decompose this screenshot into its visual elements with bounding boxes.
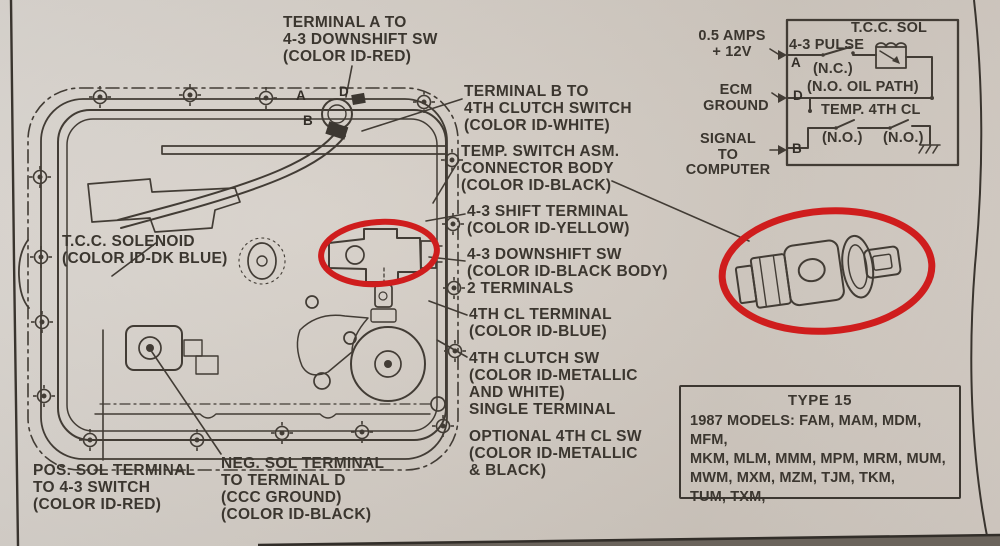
label-line: (COLOR ID-RED) (283, 48, 412, 65)
label-line: CONNECTOR BODY (461, 160, 614, 177)
diagram-pin-b: B (303, 113, 313, 128)
type-box-line: TUM, TXM, (690, 489, 766, 505)
diagram-pin-d: D (339, 84, 349, 99)
temp-switch-illustration (734, 234, 902, 309)
label-line: NEG. SOL TERMINAL (221, 455, 385, 472)
label-line: ECM (719, 82, 753, 98)
label-line: TO (717, 146, 739, 163)
label-line: & BLACK) (469, 462, 547, 479)
label-line: 4TH CLUTCH SW (469, 350, 600, 367)
label-line: TO 4-3 SWITCH (33, 479, 151, 496)
transmission-outline (18, 87, 459, 471)
label-terminal-b: TERMINAL B TO 4TH CLUTCH SWITCH (COLOR I… (464, 83, 632, 134)
label-line: AND WHITE) (469, 384, 565, 401)
label-4th-cl-terminal: 4TH CL TERMINAL (COLOR ID-BLUE) (469, 306, 612, 340)
schematic-temp-label: TEMP. 4TH CL (821, 102, 921, 118)
schematic-nc-label: (N.C.) (813, 61, 853, 77)
label-line: SINGLE TERMINAL (469, 401, 616, 418)
label-line: 4TH CLUTCH SWITCH (464, 100, 632, 117)
label-line: (COLOR ID-METALLIC (469, 367, 638, 384)
pan-bolts (28, 83, 467, 452)
label-temp-switch-asm: TEMP. SWITCH ASM. CONNECTOR BODY (COLOR … (461, 143, 619, 194)
label-line: TO TERMINAL D (221, 472, 346, 489)
label-line: (COLOR ID-BLACK BODY) (467, 263, 668, 280)
label-line: (COLOR ID-BLACK) (221, 506, 372, 523)
tcc-schematic-lines (769, 18, 960, 167)
label-line: (COLOR ID-BLACK) (461, 177, 612, 194)
label-line: 0.5 AMPS (698, 28, 766, 44)
type-box-line: MKM, MLM, MMM, MPM, MRM, MUM, (690, 451, 946, 467)
schematic-pin-d: D (793, 88, 803, 103)
schematic-input-ecm: ECM GROUND (690, 82, 782, 114)
type-box-line: 1987 MODELS: FAM, MAM, MDM, MFM, (690, 413, 922, 448)
label-neg-sol-terminal: NEG. SOL TERMINAL TO TERMINAL D (CCC GRO… (221, 455, 384, 523)
type-15-box: TYPE 15 1987 MODELS: FAM, MAM, MDM, MFM,… (679, 385, 961, 505)
schematic-input-amps: 0.5 AMPS + 12V (684, 28, 780, 60)
label-line: 2 TERMINALS (467, 280, 574, 297)
label-optional-4th-cl-sw: OPTIONAL 4TH CL SW (COLOR ID-METALLIC & … (469, 428, 642, 479)
schematic-title: T.C.C. SOL (851, 20, 928, 36)
type-box-title: TYPE 15 (787, 392, 853, 409)
label-line: T.C.C. SOLENOID (62, 233, 195, 250)
label-line: 4TH CL TERMINAL (469, 306, 612, 323)
schematic-no2-label: (N.O.) (883, 130, 924, 146)
label-line: GROUND (703, 97, 769, 114)
label-line: 4-3 SHIFT TERMINAL (467, 203, 629, 220)
label-line: 4-3 DOWNSHIFT SW (467, 246, 622, 263)
label-line: (COLOR ID-YELLOW) (467, 220, 630, 237)
label-line: + 12V (712, 43, 752, 60)
leader-lines (102, 65, 750, 461)
label-line: TEMP. SWITCH ASM. (461, 143, 620, 160)
label-43-shift-terminal: 4-3 SHIFT TERMINAL (COLOR ID-YELLOW) (467, 203, 630, 237)
label-line: (COLOR ID-DK BLUE) (62, 250, 228, 267)
schematic-pin-a: A (791, 55, 801, 70)
label-4th-clutch-sw: 4TH CLUTCH SW (COLOR ID-METALLIC AND WHI… (469, 350, 638, 418)
type-box-line: MWM, MXM, MZM, TJM, TKM, (690, 470, 896, 486)
label-terminal-a: TERMINAL A TO 4-3 DOWNSHIFT SW (COLOR ID… (283, 14, 438, 65)
label-line: (COLOR ID-BLUE) (469, 323, 607, 340)
label-line: COMPUTER (685, 162, 771, 178)
schematic-no1-label: (N.O.) (822, 130, 863, 146)
valve-body-detail (87, 92, 447, 419)
page-edges (9, 0, 1000, 546)
schematic-pulse-label: 4-3 PULSE (789, 37, 865, 53)
label-line: (COLOR ID-WHITE) (464, 117, 610, 134)
diagram-pin-a: A (296, 88, 306, 103)
label-line: OPTIONAL 4TH CL SW (469, 428, 642, 445)
schematic-oil-path-label: (N.O. OIL PATH) (807, 79, 919, 95)
label-line: (COLOR ID-METALLIC (469, 445, 638, 462)
label-line: (CCC GROUND) (221, 489, 342, 506)
label-line: (COLOR ID-RED) (33, 496, 162, 513)
label-line: TERMINAL A TO (283, 14, 407, 31)
label-pos-sol-terminal: POS. SOL TERMINAL TO 4-3 SWITCH (COLOR I… (33, 462, 195, 513)
schematic-input-signal: SIGNAL TO COMPUTER (676, 131, 780, 179)
label-line: SIGNAL (700, 131, 756, 147)
red-highlight-circles (318, 207, 936, 335)
schematic-pin-b: B (792, 141, 802, 156)
label-tcc-solenoid: T.C.C. SOLENOID (COLOR ID-DK BLUE) (62, 233, 228, 267)
label-line: TERMINAL B TO (464, 83, 589, 100)
label-line: 4-3 DOWNSHIFT SW (283, 31, 438, 48)
label-43-downshift-sw: 4-3 DOWNSHIFT SW (COLOR ID-BLACK BODY) 2… (467, 246, 668, 297)
label-line: POS. SOL TERMINAL (33, 462, 196, 479)
